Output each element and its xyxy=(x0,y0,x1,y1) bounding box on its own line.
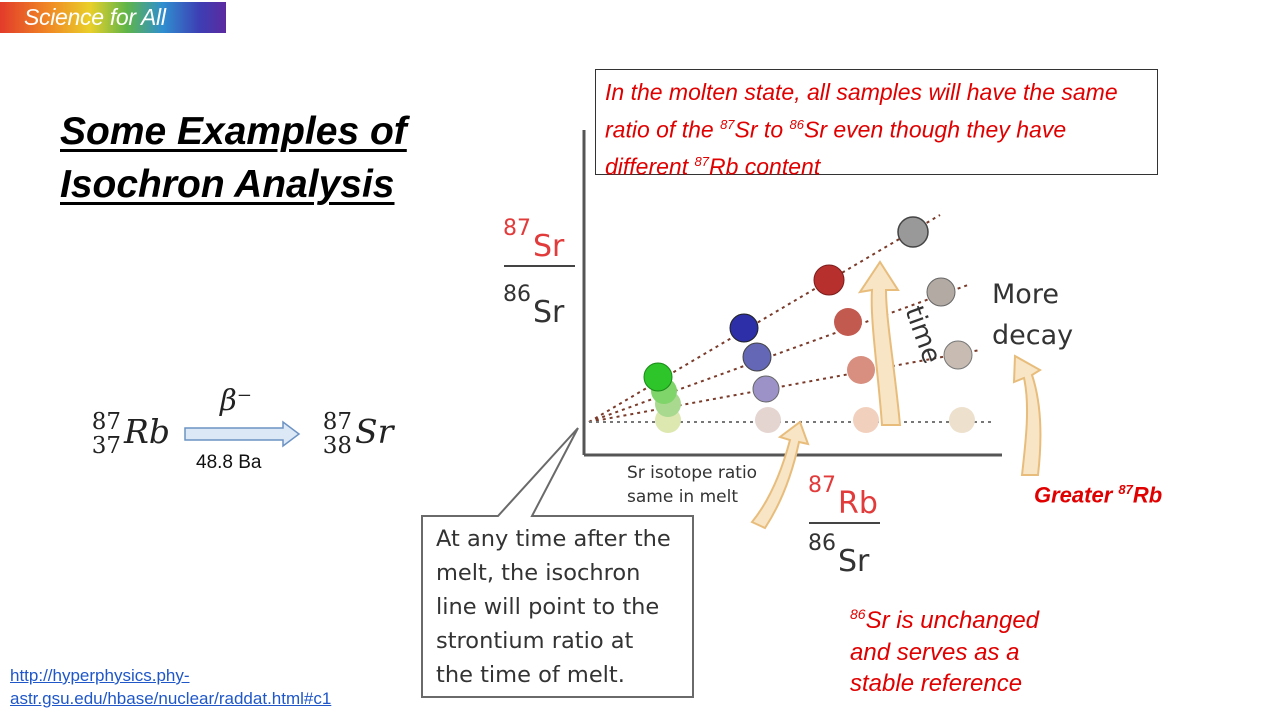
sample-initial-2 xyxy=(755,407,781,433)
bubble-line-1: At any time after the xyxy=(436,526,671,552)
explanation-bubble xyxy=(421,427,694,698)
more-decay-line1: More xyxy=(992,279,1059,310)
melt-arrow xyxy=(750,420,810,530)
greater-rb-label: Greater 87Rb xyxy=(1034,482,1163,508)
daughter-nuclide: 87 38 Sr xyxy=(318,410,418,470)
x-den-symbol: Sr xyxy=(838,544,870,579)
source-link-line1[interactable]: http://hyperphysics.phy- xyxy=(10,666,190,685)
sample-blue-2 xyxy=(742,342,772,372)
sample-blue-3 xyxy=(752,375,780,403)
x-den-mass: 86 xyxy=(808,531,836,556)
bubble-line-4: strontium ratio at xyxy=(436,628,634,654)
more-decay-line2: decay xyxy=(992,320,1073,351)
parent-nuclide: 87 37 Rb xyxy=(88,410,188,470)
more-decay-arrow xyxy=(1012,354,1042,476)
sample-blue-1 xyxy=(729,313,759,343)
half-life-label: 48.8 Ba xyxy=(196,452,262,473)
brand-label: Science for All xyxy=(24,4,166,30)
x-num-mass: 87 xyxy=(808,473,836,498)
time-arrow xyxy=(857,260,902,426)
bubble-line-3: line will point to the xyxy=(436,594,659,620)
parent-atomic-number: 37 xyxy=(91,433,121,459)
isochron-line-3 xyxy=(588,349,981,423)
daughter-mass-number: 87 xyxy=(322,409,352,435)
molten-state-text: In the molten state, all samples will ha… xyxy=(605,79,1118,180)
sr86-reference-note: 86Sr is unchanged and serves as a stable… xyxy=(850,606,1040,697)
source-link-line2[interactable]: astr.gsu.edu/hbase/nuclear/raddat.html#c… xyxy=(10,689,332,708)
y-num-symbol: Sr xyxy=(533,229,565,264)
melt-label-line2: same in melt xyxy=(627,487,738,507)
slide-title-line2: Isochron Analysis xyxy=(60,163,395,206)
sample-initial-4 xyxy=(949,407,975,433)
sample-red-1 xyxy=(813,264,845,296)
bubble-line-2: melt, the isochron xyxy=(436,560,640,586)
decay-arrow xyxy=(184,420,301,448)
y-num-mass: 87 xyxy=(503,216,531,241)
bubble-text: At any time after the melt, the isochron… xyxy=(436,526,671,688)
isochron-line-2 xyxy=(588,284,969,423)
parent-mass-number: 87 xyxy=(91,409,121,435)
slide-title: Some Examples of Isochron Analysis xyxy=(60,105,480,211)
slide-title-line1: Some Examples of xyxy=(60,110,407,153)
parent-symbol: Rb xyxy=(124,412,170,451)
sample-gray-1 xyxy=(897,216,929,248)
brand-banner: Science for All xyxy=(0,2,226,33)
sample-red-3 xyxy=(847,356,875,384)
sample-red-2 xyxy=(834,308,862,336)
melt-label-line1: Sr isotope ratio xyxy=(627,463,757,483)
source-link[interactable]: http://hyperphysics.phy- astr.gsu.edu/hb… xyxy=(10,664,390,710)
sample-gray-3 xyxy=(943,340,973,370)
daughter-atomic-number: 38 xyxy=(322,433,352,459)
sample-initial-3 xyxy=(853,407,879,433)
bubble-line-5: the time of melt. xyxy=(436,662,625,688)
x-num-symbol: Rb xyxy=(838,486,878,521)
y-den-symbol: Sr xyxy=(533,295,565,330)
sample-green-1 xyxy=(643,362,673,392)
sample-gray-2 xyxy=(926,277,956,307)
beta-decay-label: β⁻ xyxy=(220,383,253,417)
isochron-line-1 xyxy=(588,214,941,423)
y-den-mass: 86 xyxy=(503,282,531,307)
daughter-symbol: Sr xyxy=(355,412,394,451)
time-label: time xyxy=(898,302,946,367)
molten-state-callout: In the molten state, all samples will ha… xyxy=(595,69,1158,179)
